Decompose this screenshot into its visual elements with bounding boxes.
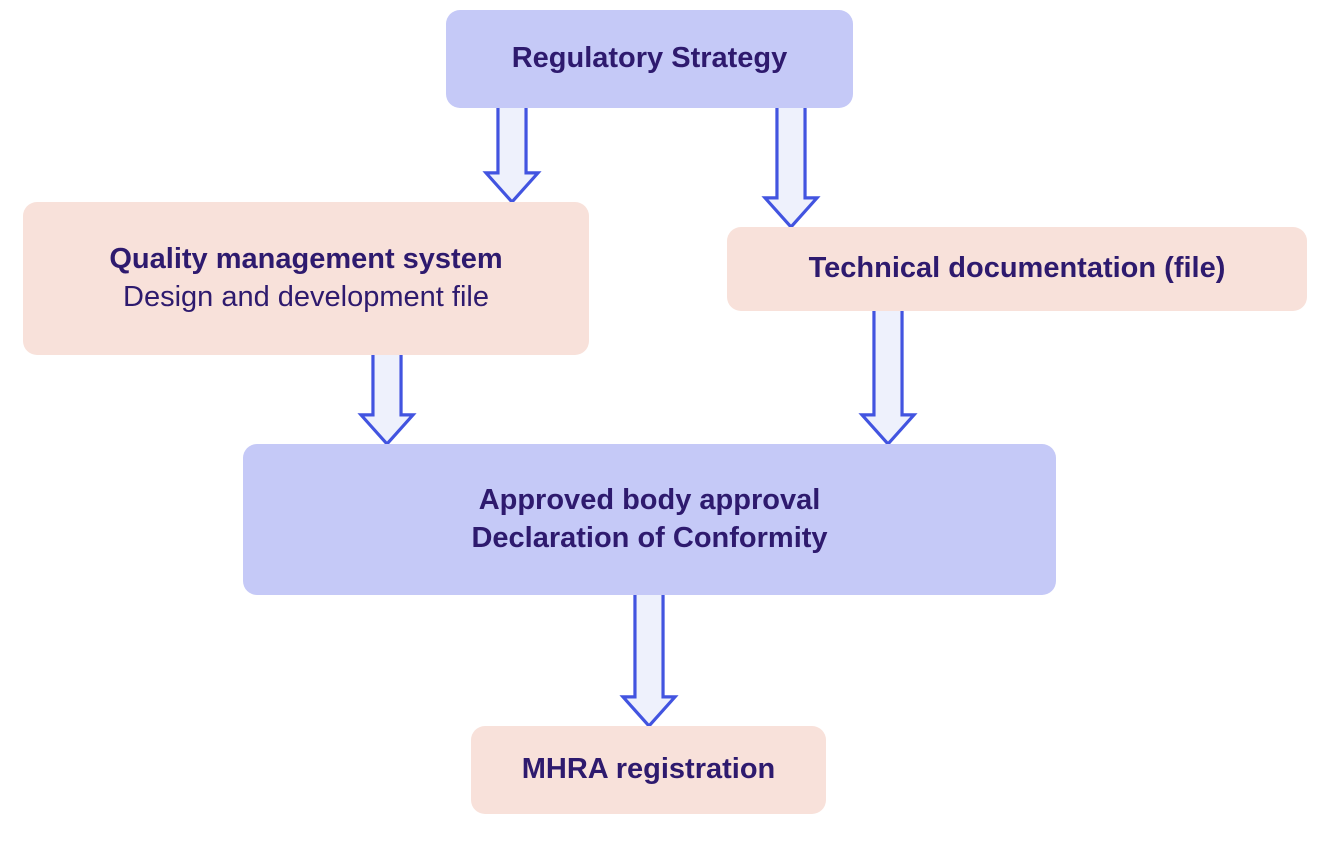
- node-regulatory-strategy[interactable]: Regulatory Strategy: [446, 10, 853, 108]
- node-mhra-registration-line-1: MHRA registration: [521, 753, 776, 786]
- node-technical-documentation[interactable]: Technical documentation (file): [727, 227, 1307, 311]
- node-quality-management-system-line-2: Design and development file: [123, 280, 489, 313]
- node-approved-body-approval-line-1: Approved body approval: [478, 484, 821, 517]
- arrow-strategy-to-qms-icon: [482, 102, 542, 205]
- node-mhra-registration[interactable]: MHRA registration: [471, 726, 826, 814]
- arrow-strategy-to-techdoc-icon: [761, 102, 821, 230]
- node-regulatory-strategy-line-1: Regulatory Strategy: [511, 42, 788, 75]
- node-quality-management-system-line-1: Quality management system: [109, 243, 503, 276]
- arrow-techdoc-to-approval-icon: [858, 305, 918, 447]
- arrow-qms-to-approval-icon: [357, 349, 417, 447]
- arrow-approval-to-mhra-icon: [619, 589, 679, 729]
- node-technical-documentation-line-1: Technical documentation (file): [808, 252, 1226, 285]
- node-approved-body-approval-line-2: Declaration of Conformity: [471, 521, 828, 554]
